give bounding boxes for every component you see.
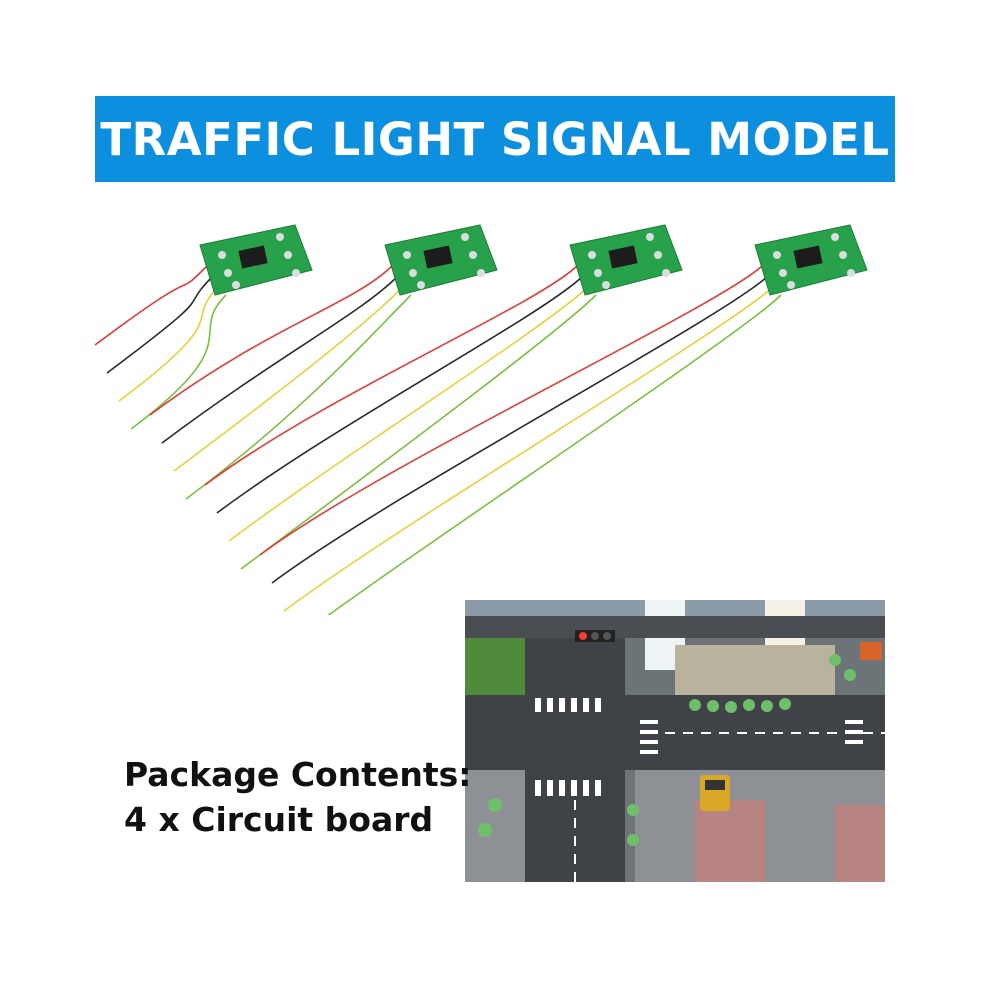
- circuit-board: [259, 224, 868, 615]
- solder-pad: [232, 281, 240, 289]
- wire: [130, 294, 227, 430]
- chip: [608, 245, 638, 269]
- solder-pad: [588, 251, 596, 259]
- circuit-board: [149, 224, 498, 500]
- wire: [327, 294, 782, 615]
- wire: [228, 284, 591, 542]
- wire: [94, 264, 209, 346]
- circuit-boards-photo: [94, 224, 868, 615]
- circuit-board: [204, 224, 683, 570]
- solder-pad: [847, 269, 855, 277]
- solder-pad: [787, 281, 795, 289]
- solder-pad: [662, 269, 670, 277]
- wire: [149, 264, 394, 416]
- solder-pad: [403, 251, 411, 259]
- solder-pad: [477, 269, 485, 277]
- wire: [216, 274, 585, 514]
- title-banner: TRAFFIC LIGHT SIGNAL MODEL: [95, 96, 895, 182]
- wire: [240, 294, 597, 570]
- chip: [238, 245, 268, 269]
- solder-pad: [773, 251, 781, 259]
- solder-pad: [594, 269, 602, 277]
- solder-pad: [461, 233, 469, 241]
- wire: [185, 294, 412, 500]
- wire: [106, 274, 215, 374]
- caption-line-2: 4 x Circuit board: [124, 800, 434, 839]
- wire: [283, 284, 776, 612]
- solder-pad: [292, 269, 300, 277]
- chip: [793, 245, 823, 269]
- solder-pad: [218, 251, 226, 259]
- wire: [271, 274, 770, 584]
- banner-title: TRAFFIC LIGHT SIGNAL MODEL: [100, 112, 890, 166]
- wire: [173, 284, 406, 472]
- solder-pad: [831, 233, 839, 241]
- wire: [118, 284, 221, 402]
- traffic-intersection-photo: [465, 600, 885, 882]
- solder-pad: [654, 251, 662, 259]
- caption-line-1: Package Contents:: [124, 755, 472, 794]
- package-contents-caption: Package Contents: 4 x Circuit board: [124, 752, 471, 842]
- chip: [423, 245, 453, 269]
- solder-pad: [602, 281, 610, 289]
- wire: [204, 264, 579, 486]
- solder-pad: [469, 251, 477, 259]
- solder-pad: [276, 233, 284, 241]
- wire: [161, 274, 400, 444]
- solder-pad: [224, 269, 232, 277]
- solder-pad: [779, 269, 787, 277]
- circuit-board: [94, 224, 313, 430]
- solder-pad: [839, 251, 847, 259]
- wire: [259, 264, 764, 556]
- solder-pad: [417, 281, 425, 289]
- solder-pad: [284, 251, 292, 259]
- solder-pad: [409, 269, 417, 277]
- solder-pad: [646, 233, 654, 241]
